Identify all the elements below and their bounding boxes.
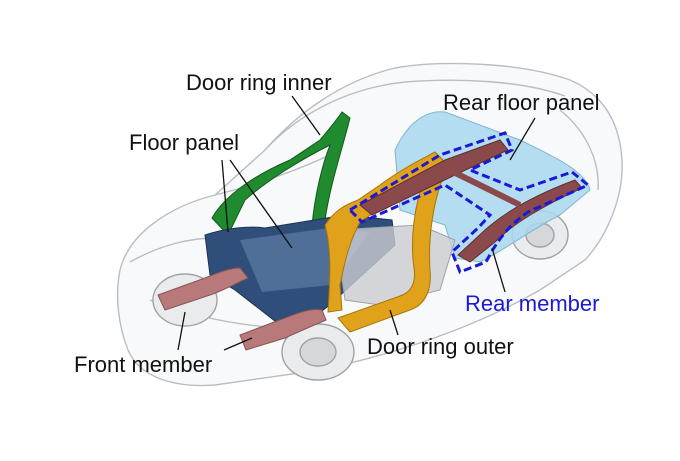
- rear-member-highlight: [347, 131, 591, 274]
- leader-door-ring-inner: [291, 95, 321, 136]
- front-member-left: [157, 267, 249, 311]
- leader-rear-member: [491, 247, 506, 293]
- label-door-ring-inner: Door ring inner: [186, 70, 332, 95]
- rear-member-left: [359, 139, 509, 216]
- door-ring-inner: [211, 111, 351, 236]
- label-rear-floor-panel: Rear floor panel: [443, 90, 600, 115]
- leader-door-ring-outer: [389, 309, 399, 336]
- leader-lines: [177, 95, 536, 351]
- door-ring-outer: [324, 151, 449, 333]
- leader-rear-floor-panel: [509, 117, 536, 161]
- leader-front-member-b: [223, 337, 253, 351]
- leader-front-member-a: [177, 311, 186, 351]
- label-front-member: Front member: [74, 352, 213, 377]
- label-floor-panel: Floor panel: [129, 130, 240, 155]
- leader-floor-panel-b: [229, 159, 293, 249]
- label-door-ring-outer: Door ring outer: [367, 334, 514, 359]
- front-member-right: [239, 309, 327, 351]
- label-rear-member: Rear member: [465, 291, 600, 316]
- leader-floor-panel-a: [221, 159, 229, 233]
